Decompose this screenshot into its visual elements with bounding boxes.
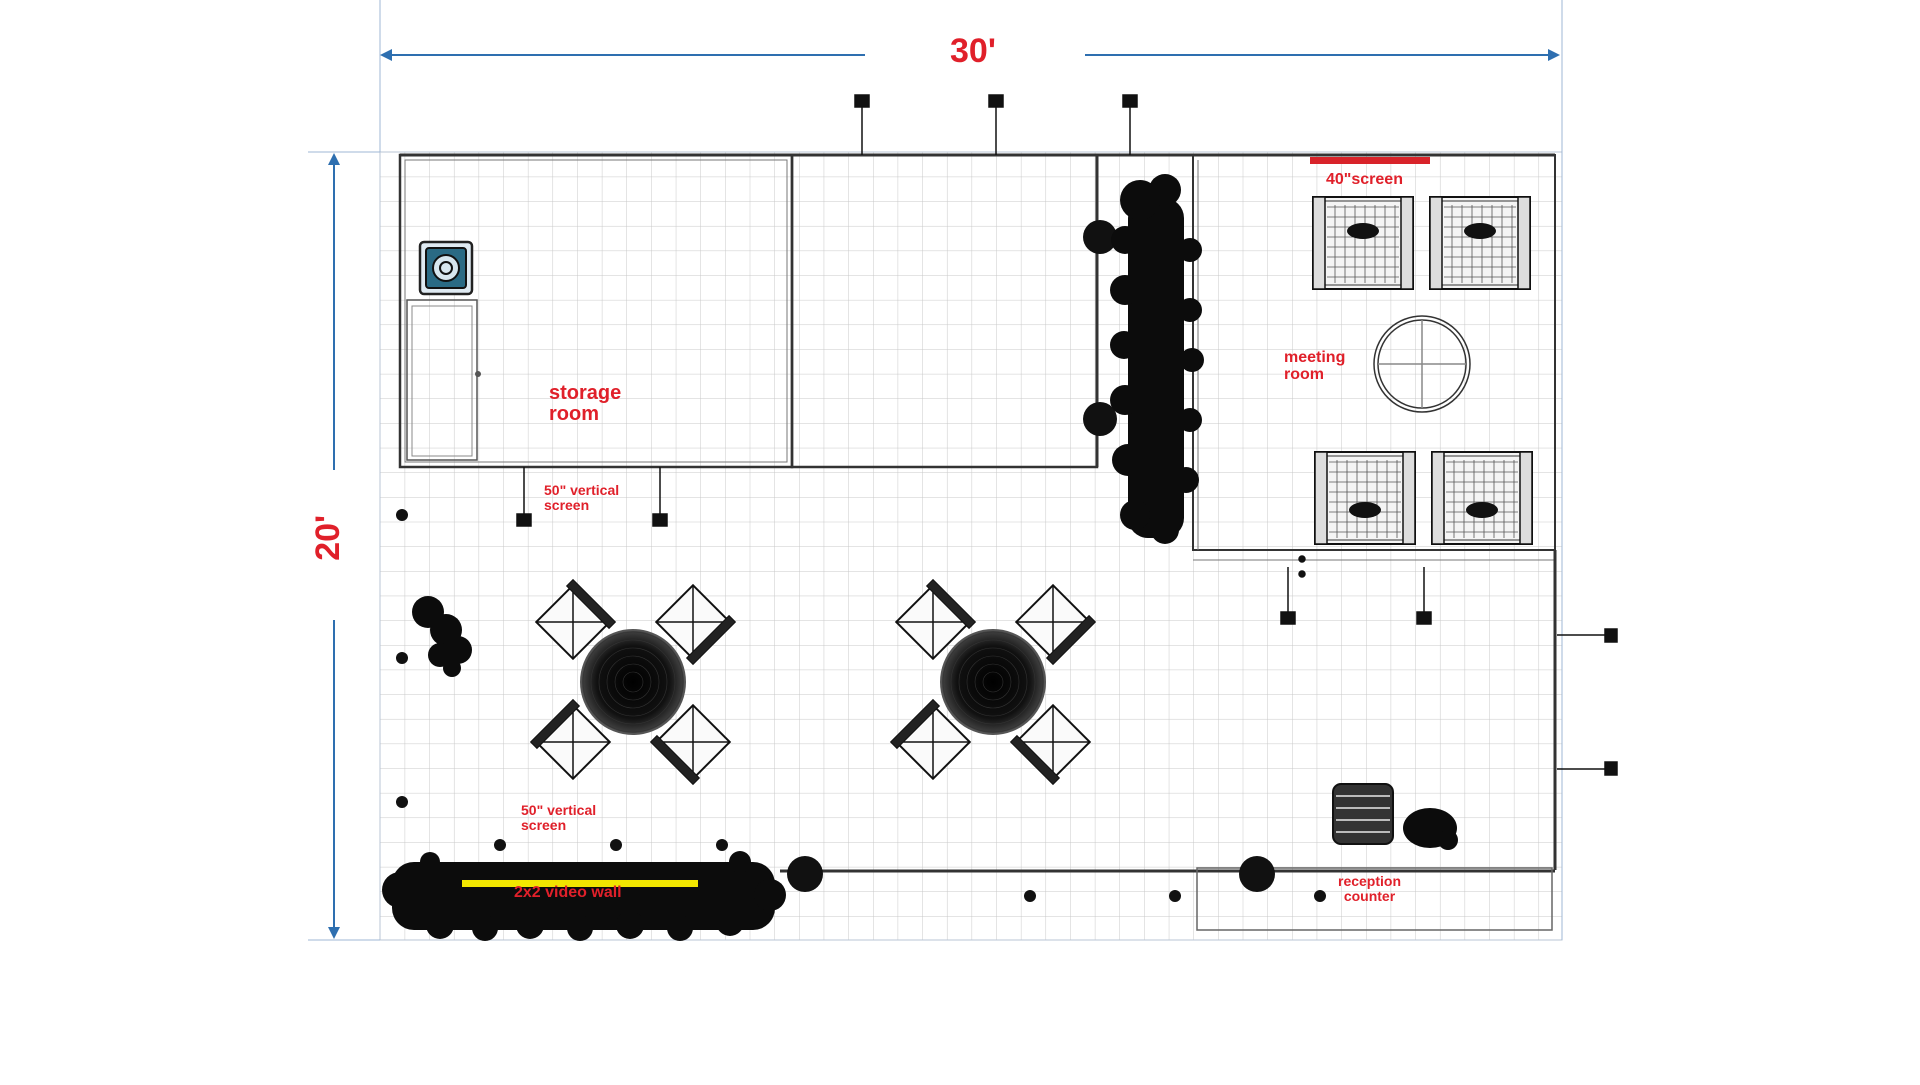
- reception-stool: [1332, 783, 1394, 845]
- cafe-chair: [654, 583, 737, 666]
- vertical-screen-label-bottom: 50" vertical screen: [521, 802, 597, 833]
- cafe-table: [580, 629, 686, 735]
- plant-left: [412, 596, 472, 677]
- meeting-armchairs: [1312, 196, 1533, 545]
- cafe-chair: [894, 578, 977, 661]
- meeting-lights: [1280, 555, 1432, 625]
- meeting-table: [1373, 315, 1471, 413]
- armchair: [1312, 196, 1414, 290]
- meeting-screen: [1310, 157, 1430, 164]
- cafe-seating: [529, 578, 1097, 786]
- closet-handle: [475, 371, 481, 377]
- armchair: [1314, 451, 1416, 545]
- cafe-chair: [529, 698, 612, 781]
- booth-posts: [787, 220, 1275, 892]
- cafe-chair: [1014, 583, 1097, 666]
- storage-closet: [406, 299, 478, 461]
- ceiling-lights-top: [854, 94, 1138, 155]
- meeting-room-label: meeting room: [1284, 349, 1346, 383]
- cafe-table: [940, 629, 1046, 735]
- height-dimension-label: 20': [309, 514, 348, 561]
- armchair: [1431, 451, 1533, 545]
- screen-40-label: 40"screen: [1326, 171, 1403, 188]
- hedge-bottom: [382, 851, 786, 941]
- storage-room-label: storage room: [549, 382, 622, 425]
- cafe-chair: [889, 698, 972, 781]
- storage-unit: [418, 240, 474, 296]
- floor-spotlights: [396, 509, 1326, 902]
- cafe-chair: [1009, 703, 1092, 786]
- video-wall-screen: [462, 880, 698, 887]
- plant-reception: [1403, 808, 1458, 850]
- walls: [398, 153, 1557, 931]
- reception-counter-label: reception counter: [1338, 873, 1402, 904]
- vertical-screen-mounts-top: [516, 467, 668, 527]
- storage-closet-inner: [411, 305, 473, 457]
- side-lights-right: [1557, 628, 1618, 776]
- video-wall-label: 2x2 video wall: [514, 884, 622, 901]
- hedge-vertical: [1110, 174, 1204, 544]
- cafe-chair: [534, 578, 617, 661]
- armchair: [1429, 196, 1531, 290]
- cafe-table-set: [889, 578, 1097, 786]
- cafe-chair: [649, 703, 732, 786]
- vertical-screen-label-top: 50" vertical screen: [544, 482, 620, 513]
- width-dimension-label: 30': [950, 32, 996, 70]
- cafe-table-set: [529, 578, 737, 786]
